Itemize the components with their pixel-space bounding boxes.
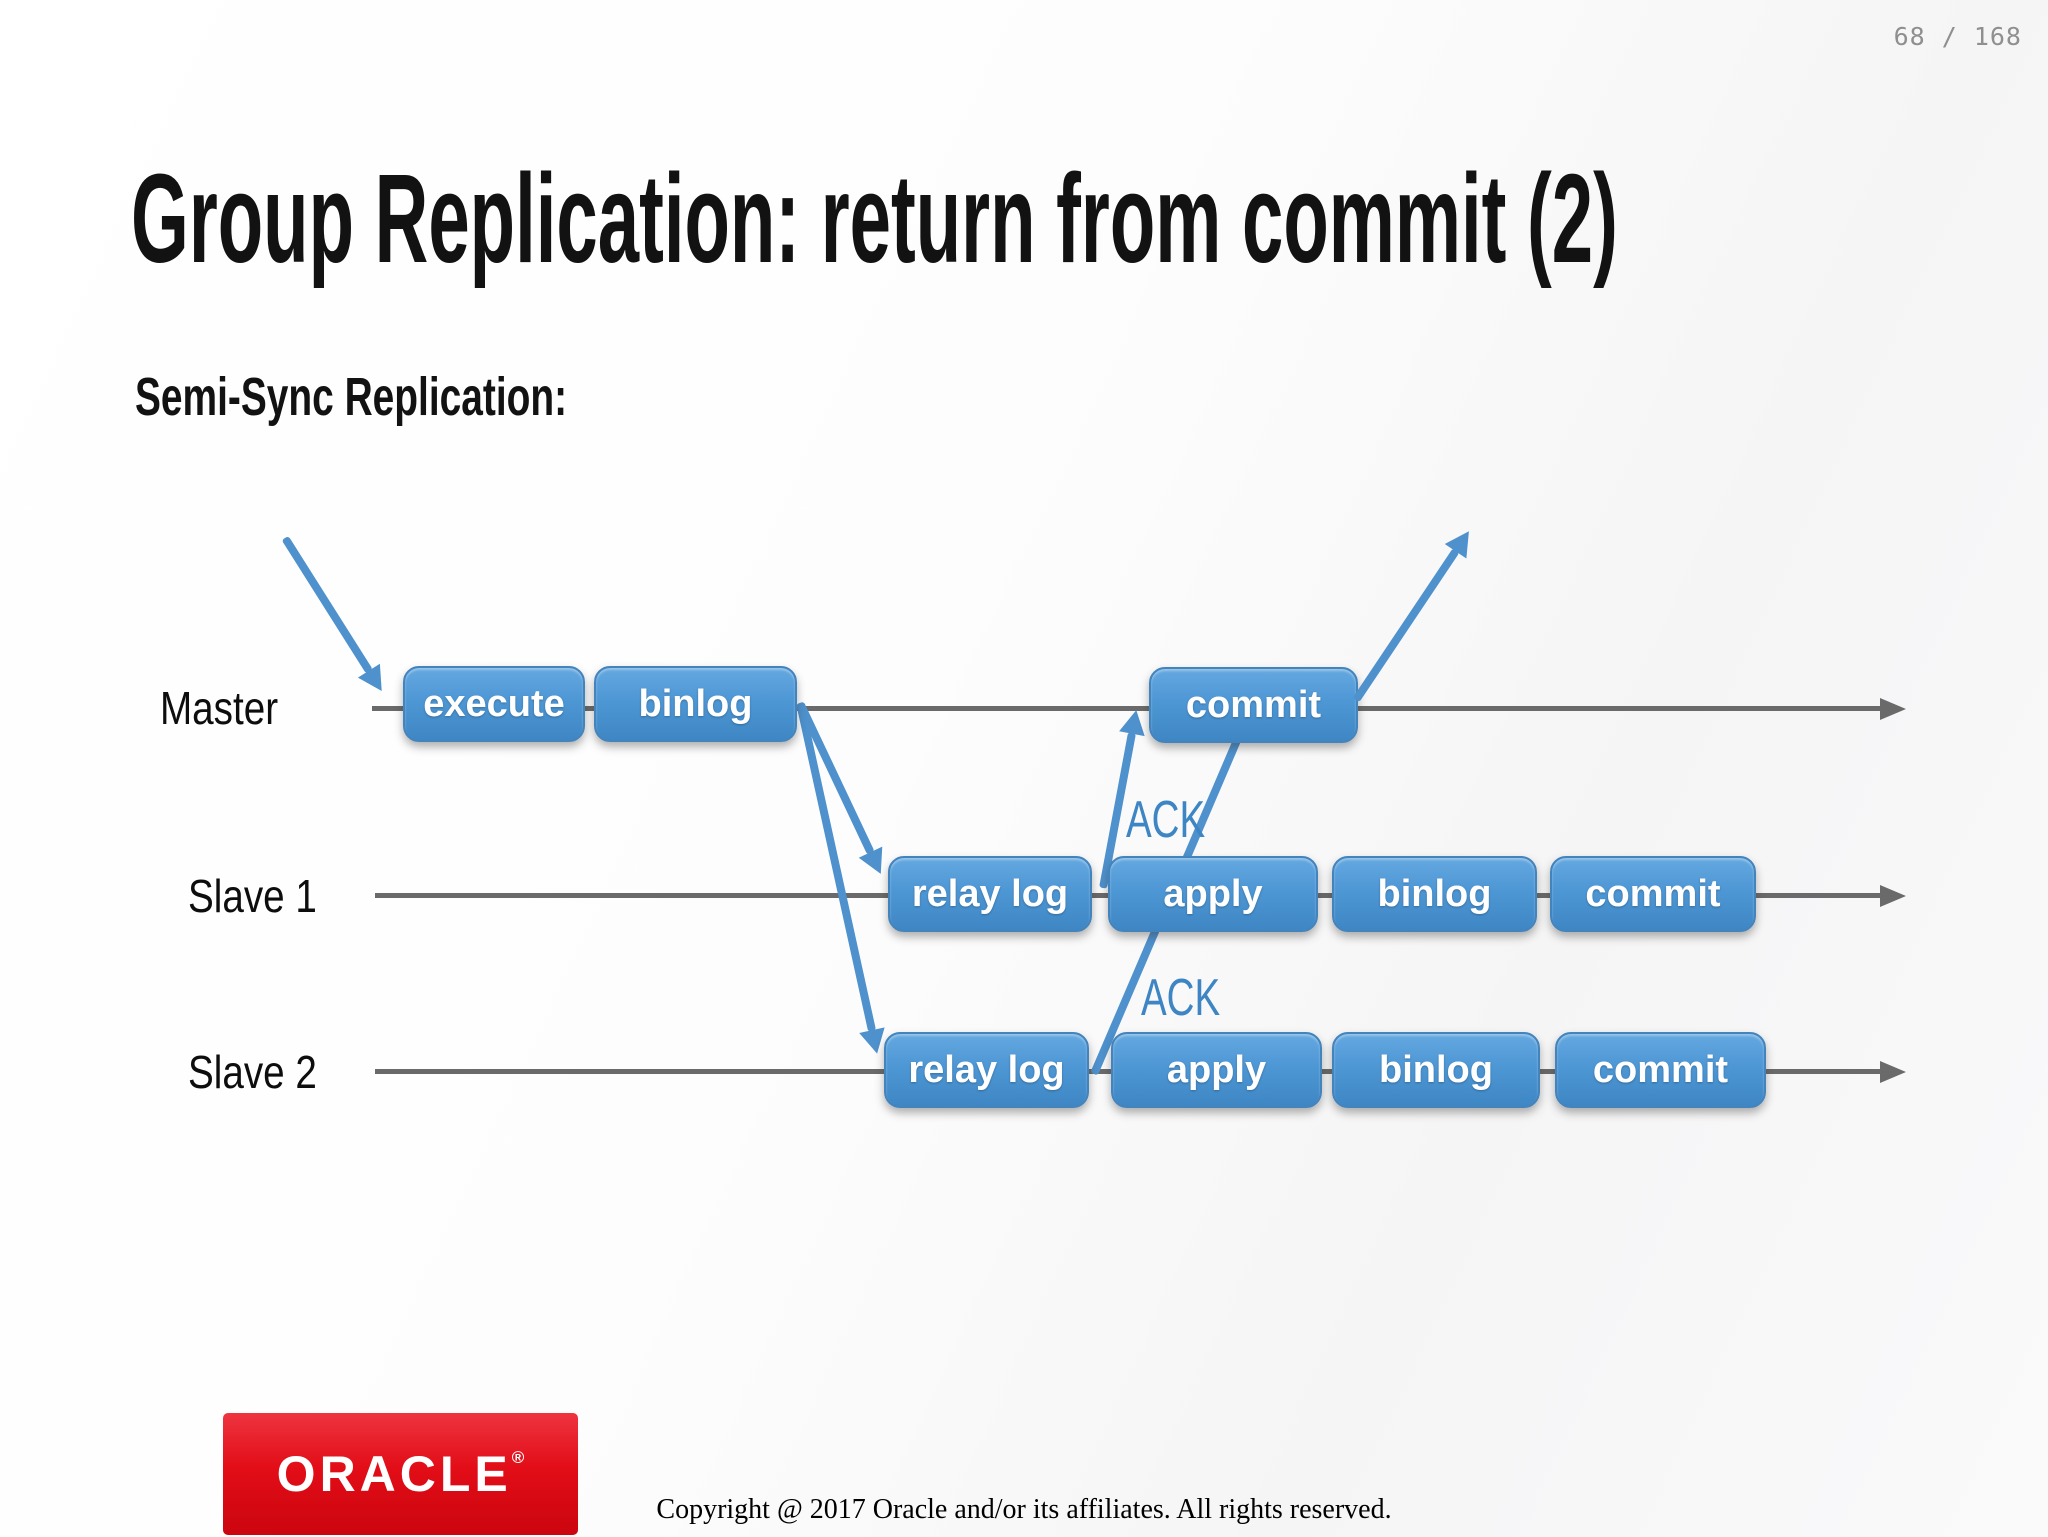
node-master-binlog: binlog bbox=[594, 666, 797, 742]
registered-mark-icon: ® bbox=[511, 1448, 525, 1467]
node-slave1-relaylog: relay log bbox=[888, 856, 1092, 932]
oracle-logo-text: ORACLE® bbox=[276, 1446, 525, 1502]
ack-label-slave1: ACK bbox=[1126, 791, 1206, 849]
arrow-commit-return bbox=[1352, 548, 1460, 703]
ack-label-slave2: ACK bbox=[1141, 969, 1221, 1027]
node-slave2-relaylog: relay log bbox=[884, 1032, 1089, 1108]
node-master-execute: execute bbox=[403, 666, 585, 742]
node-slave2-apply: apply bbox=[1111, 1032, 1322, 1108]
node-slave1-apply: apply bbox=[1108, 856, 1318, 932]
node-slave2-binlog: binlog bbox=[1332, 1032, 1540, 1108]
node-slave2-commit: commit bbox=[1555, 1032, 1766, 1108]
arrow-incoming-transaction bbox=[281, 535, 373, 674]
node-slave1-binlog: binlog bbox=[1332, 856, 1537, 932]
page-number: 68 / 168 bbox=[1893, 22, 2022, 51]
lane-label-slave2: Slave 2 bbox=[188, 1046, 317, 1098]
slide-title: Group Replication: return from commit (2… bbox=[131, 148, 1618, 289]
slide-subtitle: Semi-Sync Replication: bbox=[135, 367, 568, 427]
oracle-logo: ORACLE® bbox=[223, 1413, 578, 1535]
node-slave1-commit: commit bbox=[1550, 856, 1756, 932]
lane-label-slave1: Slave 1 bbox=[188, 870, 317, 922]
lane-label-master: Master bbox=[160, 682, 279, 734]
node-master-commit: commit bbox=[1149, 667, 1358, 743]
copyright-text: Copyright @ 2017 Oracle and/or its affil… bbox=[656, 1494, 1392, 1525]
